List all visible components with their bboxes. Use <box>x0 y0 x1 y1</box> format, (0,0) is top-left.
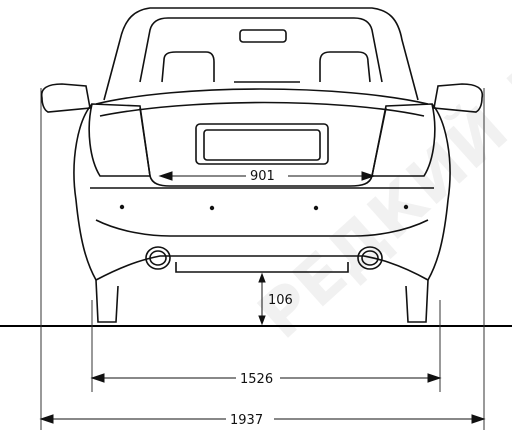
ground-clearance-label: 106 <box>268 293 293 308</box>
car-body <box>40 7 484 323</box>
dimension-track-width <box>90 369 442 387</box>
extension-lines <box>40 88 485 430</box>
parking-sensors <box>119 204 409 211</box>
dimension-overall-width <box>39 410 486 428</box>
plate-width-label: 901 <box>250 169 275 184</box>
track-width-label: 1526 <box>240 372 273 387</box>
overall-width-label: 1937 <box>230 413 263 428</box>
dimension-plate-width <box>158 166 376 184</box>
dimension-ground-clearance <box>258 272 266 326</box>
